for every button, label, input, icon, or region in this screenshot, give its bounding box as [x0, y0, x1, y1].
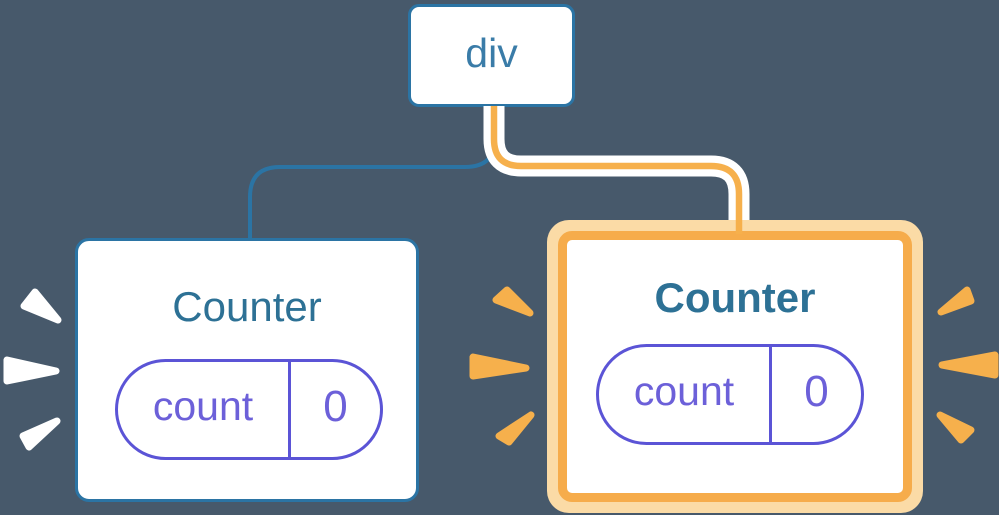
counter-node-right-title: Counter: [654, 274, 816, 321]
state-value: 0: [323, 381, 348, 431]
state-pill-left: count 0: [115, 359, 383, 460]
root-node-div: div: [408, 4, 575, 107]
state-value-cell: 0: [772, 347, 861, 442]
sparkle-icon: [495, 411, 535, 446]
counter-node-right: Counter count 0: [558, 231, 912, 502]
sparkle-burst-left-counter: [3, 288, 62, 451]
state-pill-right: count 0: [596, 344, 864, 445]
root-node-label: div: [465, 30, 518, 76]
state-key-cell: count: [599, 347, 772, 442]
sparkle-icon: [3, 356, 60, 385]
edge-div-to-right-counter: [490, 106, 743, 234]
state-key-label: count: [633, 368, 735, 414]
sparkle-icon: [469, 353, 530, 380]
counter-node-right-highlight-ring: Counter count 0: [547, 220, 923, 513]
sparkle-icon: [19, 417, 61, 451]
sparkle-icon: [936, 411, 975, 444]
edge-div-to-left-counter: [248, 106, 498, 240]
sparkle-burst-right-counter-right: [936, 286, 999, 444]
sparkle-icon: [938, 351, 999, 379]
state-key-cell: count: [118, 362, 291, 457]
sparkle-icon: [937, 286, 975, 316]
state-value-cell: 0: [291, 362, 380, 457]
state-value: 0: [804, 366, 829, 416]
sparkle-icon: [492, 286, 534, 317]
state-key-label: count: [152, 383, 254, 429]
sparkle-burst-right-counter-left: [469, 286, 535, 446]
counter-node-left: Counter count 0: [75, 238, 419, 502]
counter-node-left-title: Counter: [172, 283, 322, 330]
sparkle-icon: [20, 288, 62, 324]
edge-div-to-right-counter-casing: [483, 106, 750, 220]
